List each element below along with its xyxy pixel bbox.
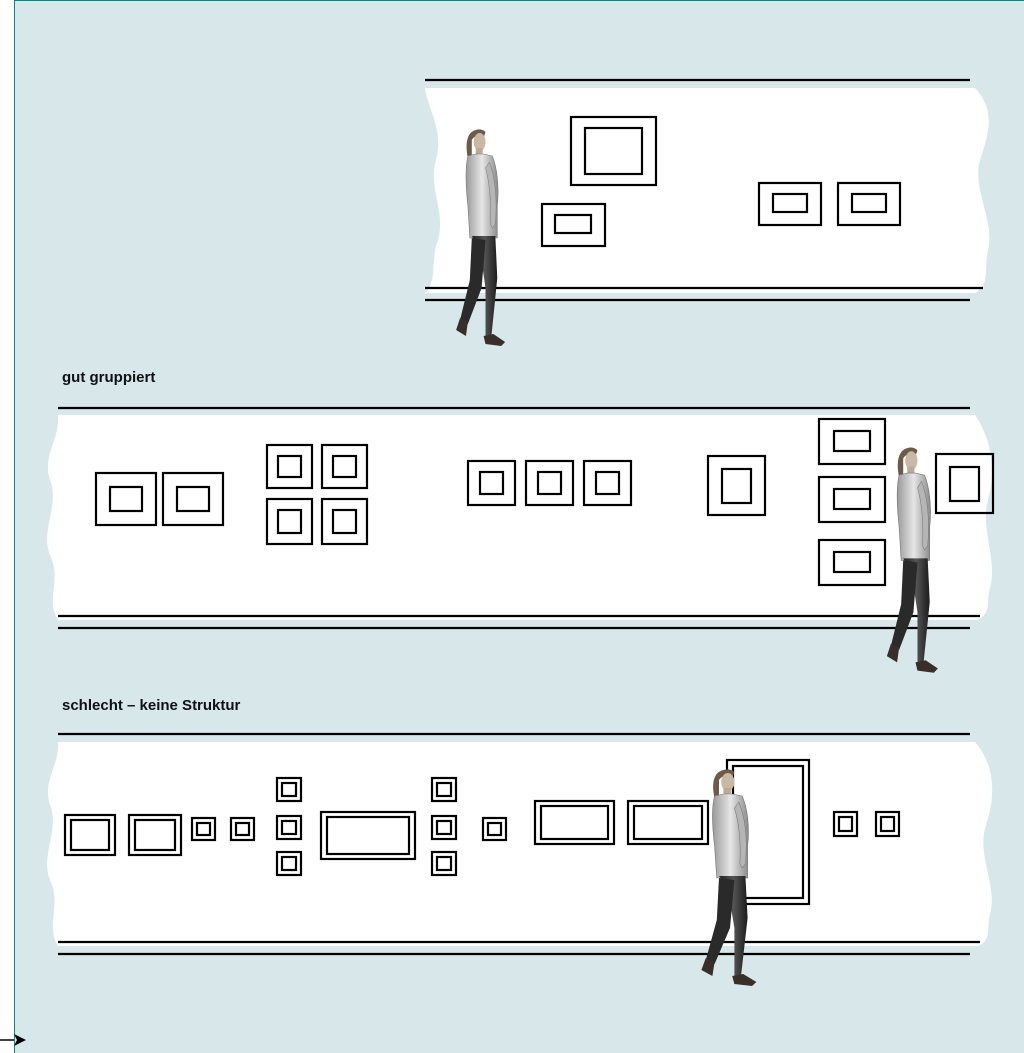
- wall-bottom: [47, 734, 992, 986]
- arrow-right-icon: [0, 1034, 26, 1046]
- wall-middle: [47, 408, 993, 673]
- caption-good-grouping: gut gruppiert: [62, 369, 155, 386]
- wall-top: [425, 80, 989, 346]
- caption-bad-no-structure: schlecht – keine Struktur: [62, 697, 240, 714]
